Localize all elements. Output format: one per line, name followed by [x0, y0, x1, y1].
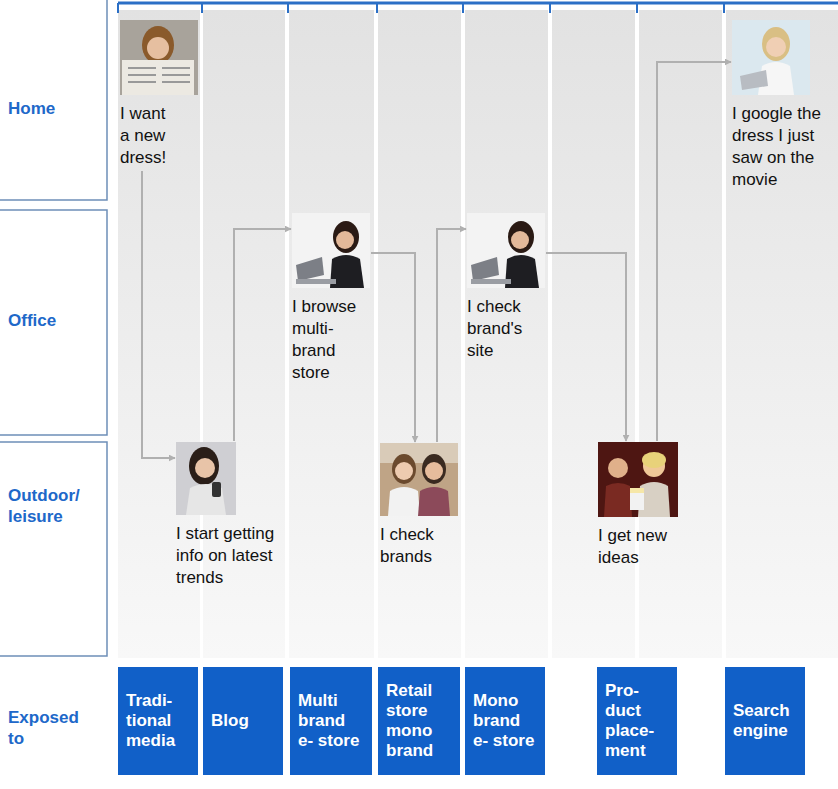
channel-label: Mono brand e- store: [473, 691, 537, 751]
journey-step: I check brand's site: [467, 213, 545, 362]
journey-step: I google the dress I just saw on the mov…: [732, 20, 828, 191]
photo-office-laptop: [467, 213, 545, 288]
row-label: Exposed to: [8, 707, 93, 749]
journey-step: I want a new dress!: [120, 20, 198, 169]
photo-slot: [467, 213, 545, 288]
flow-arrow: [657, 62, 731, 441]
top-ruler: [118, 3, 838, 13]
flow-arrow: [234, 229, 291, 441]
photo-slot: [120, 20, 198, 95]
step-caption: I check brands: [380, 524, 458, 568]
row-label: Home: [8, 98, 98, 119]
channel-label: Retail store mono brand: [386, 681, 452, 761]
journey-step: I start getting info on latest trends: [176, 442, 276, 589]
flow-arrow: [371, 253, 415, 442]
channel-box: Blog: [203, 667, 283, 775]
row-brackets: [0, 0, 107, 656]
step-caption: I get new ideas: [598, 525, 684, 569]
journey-step: I browse multi- brand store: [292, 213, 370, 384]
photo-office-laptop: [292, 213, 370, 288]
flow-arrow: [546, 253, 626, 441]
photo-slot: [598, 442, 684, 517]
row-label: Office: [8, 310, 98, 331]
flow-arrow: [437, 229, 466, 442]
channel-label: Search engine: [733, 701, 797, 741]
flow-arrow: [142, 171, 175, 458]
photo-slot: [292, 213, 370, 288]
step-caption: I start getting info on latest trends: [176, 523, 276, 589]
channel-label: Tradi- tional media: [126, 691, 190, 751]
photo-newspaper: [120, 20, 198, 95]
channel-box: Mono brand e- store: [465, 667, 545, 775]
photo-cinema: [598, 442, 678, 517]
channel-box: Search engine: [725, 667, 805, 775]
journey-step: I get new ideas: [598, 442, 684, 569]
step-caption: I browse multi- brand store: [292, 296, 370, 384]
column-bands: [118, 10, 838, 658]
photo-home-laptop: [732, 20, 810, 95]
channel-box: Multi brand e- store: [290, 667, 372, 775]
channel-label: Multi brand e- store: [298, 691, 364, 751]
photo-phone: [176, 442, 236, 515]
photo-slot: [380, 443, 458, 516]
photo-slot: [176, 442, 276, 515]
step-caption: I google the dress I just saw on the mov…: [732, 103, 828, 191]
photo-shop: [380, 443, 458, 516]
row-label: Outdoor/ leisure: [8, 485, 100, 527]
channel-label: Blog: [211, 711, 275, 731]
photo-slot: [732, 20, 828, 95]
journey-step: I check brands: [380, 443, 458, 568]
step-caption: I want a new dress!: [120, 103, 176, 169]
channel-box: Retail store mono brand: [378, 667, 460, 775]
channel-box: Tradi- tional media: [118, 667, 198, 775]
step-caption: I check brand's site: [467, 296, 545, 362]
channel-label: Pro- duct place- ment: [605, 681, 669, 761]
channel-box: Pro- duct place- ment: [597, 667, 677, 775]
